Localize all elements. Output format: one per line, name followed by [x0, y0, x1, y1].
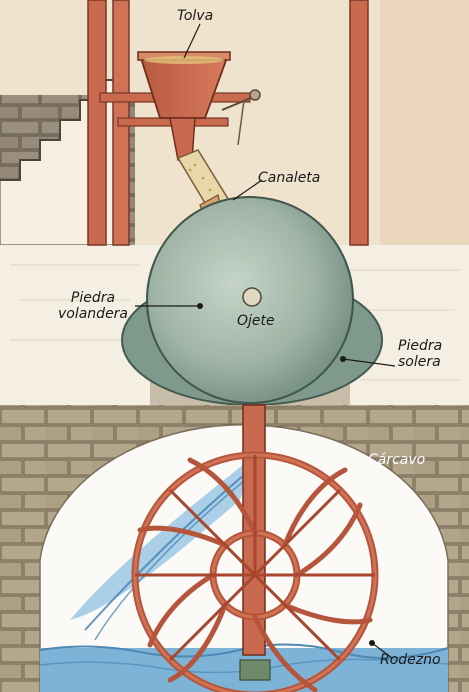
label-rodezno: Rodezno [380, 652, 441, 668]
label-carcavo: Cárcavo [368, 452, 425, 468]
label-ojete: Ojete [237, 313, 275, 329]
label-piedra-solera: Piedra solera [398, 338, 458, 370]
label-piedra-solera-line2: solera [398, 354, 458, 370]
label-piedra-solera-line1: Piedra [398, 338, 458, 354]
stone-eye [243, 288, 261, 306]
label-piedra-volandera-line2: volandera [52, 306, 134, 322]
label-piedra-volandera-line1: Piedra [52, 290, 134, 306]
right-post [350, 0, 368, 245]
left-post [88, 0, 106, 245]
label-canaleta: Canaleta [258, 170, 320, 186]
label-piedra-volandera: Piedra volandera [52, 290, 134, 322]
label-tolva: Tolva [177, 8, 213, 24]
